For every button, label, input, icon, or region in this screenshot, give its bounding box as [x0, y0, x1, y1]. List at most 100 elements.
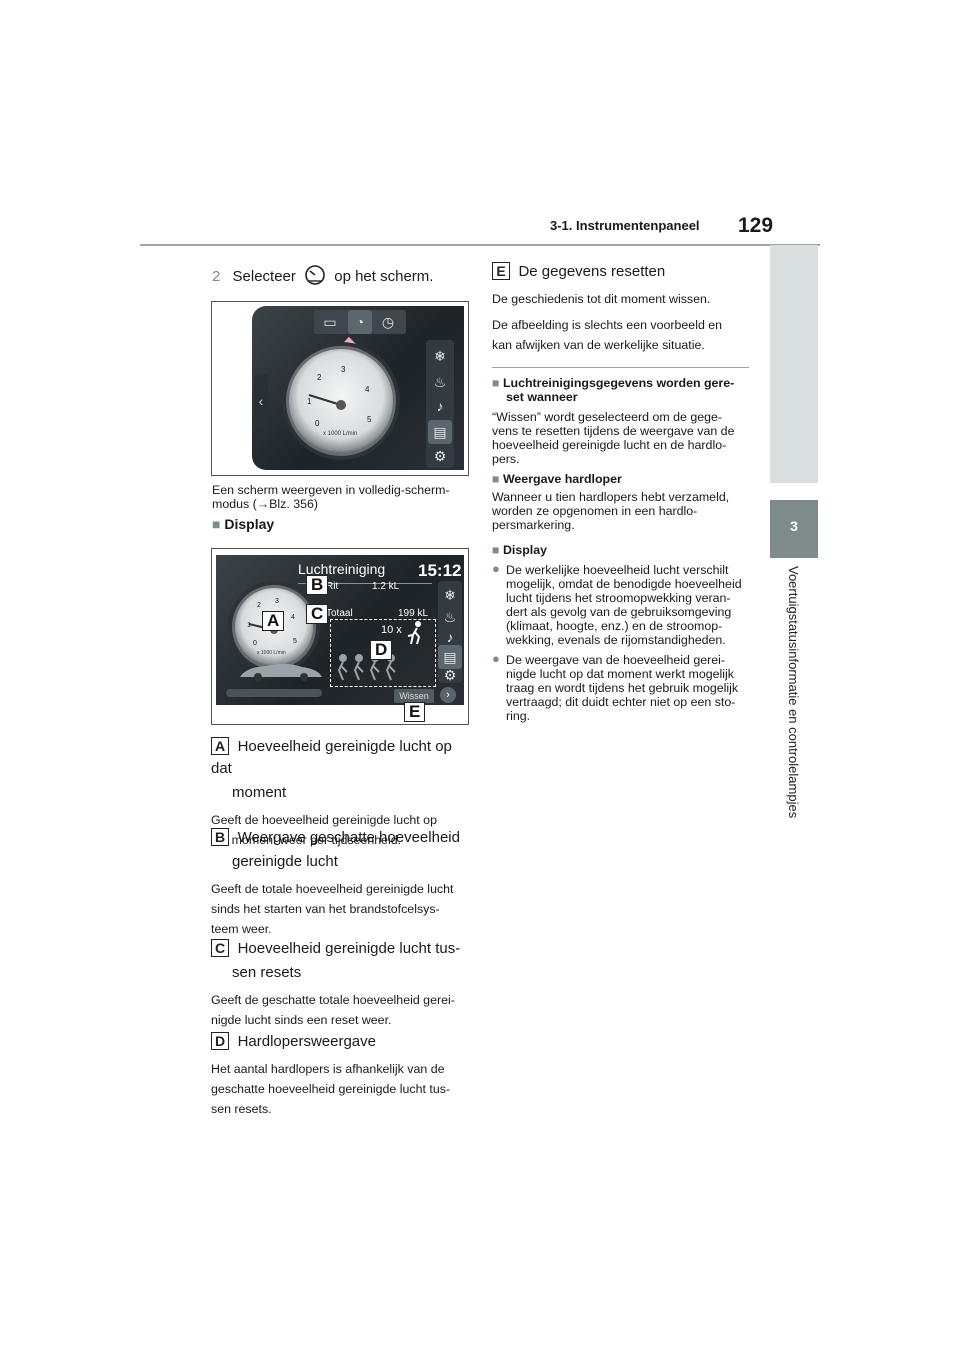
- fuel-cell-icon: ▭: [323, 314, 337, 330]
- square-bullet-icon: ■: [492, 376, 500, 390]
- reset-line-2: vens te resetten tijdens de weergave van…: [492, 424, 735, 438]
- seat-heater-icon[interactable]: ♨: [443, 609, 457, 625]
- bullet1-line-1: De werkelijke hoeveelheid lucht verschil…: [506, 563, 729, 577]
- climate-icon[interactable]: ❄: [434, 348, 446, 364]
- circle-bullet-icon: ●: [492, 651, 500, 666]
- item-d-desc: Het aantal hardlopers is afhankelijk van…: [211, 1059, 471, 1119]
- item-d-desc-3: sen resets.: [211, 1102, 272, 1116]
- step-text-before: Selecteer: [232, 268, 296, 285]
- display-heading-text: Display: [224, 516, 275, 532]
- tick-3: 3: [341, 365, 346, 374]
- header-rule: [140, 244, 820, 246]
- figure-air-purification-screen: Luchtreiniging 15:12 Rit 1.2 kL Totaal 1…: [211, 548, 469, 725]
- step-number: 2: [212, 268, 221, 285]
- tick-1-b: 1: [247, 622, 251, 629]
- note-line-2: kan afwijken van de werkelijke situatie.: [492, 338, 705, 352]
- equalizer-icon[interactable]: ▤: [438, 645, 462, 669]
- title-rule: [298, 583, 432, 584]
- item-b: B Weergave geschatte hoeveelheid gereini…: [211, 827, 471, 939]
- runner-body: Wanneer u tien hardlopers hebt verzameld…: [492, 490, 754, 532]
- runner-line-1: Wanneer u tien hardlopers hebt verzameld…: [492, 490, 730, 504]
- item-c-desc: Geeft de geschatte totale hoeveelheid ge…: [211, 990, 471, 1030]
- equalizer-icon[interactable]: ▤: [428, 420, 452, 444]
- bullet1-line-4: dert als gevolg van de gebruiksomgeving: [506, 605, 732, 619]
- item-b-desc-1: Geeft de totale hoeveelheid gereinigde l…: [211, 882, 454, 896]
- runner-line-2: worden ze opgenomen in een hardlo-: [492, 504, 698, 518]
- tick-4-b: 4: [291, 614, 295, 621]
- bullet2-line-4: vertraagd; dit duidt echter niet op een …: [506, 695, 736, 709]
- gauge-unit: x 1000 L/min: [323, 431, 358, 437]
- item-a-desc: Geeft de hoeveelheid gereinigde lucht op…: [211, 810, 471, 850]
- item-a-title-2: moment: [232, 784, 287, 801]
- reset-heading-2: set wanneer: [506, 390, 578, 404]
- right-icon-column: ❄ ♨ ♪ ▤ ⚙: [426, 340, 454, 468]
- top-icon-bar: ▭ ◔ ◷: [314, 310, 406, 334]
- square-bullet-icon: ■: [212, 516, 221, 532]
- tick-0: 0: [315, 419, 320, 428]
- climate-icon[interactable]: ❄: [444, 587, 456, 603]
- runner-display-section: ■ Weergave hardloper Wanneer u tien hard…: [492, 472, 754, 532]
- section-divider: [492, 367, 749, 368]
- callout-a: A: [262, 611, 285, 631]
- item-e-title: De gegevens resetten: [518, 263, 666, 280]
- label-a: A: [211, 737, 230, 755]
- display-screen: ▭ ◔ ◷ ‹ 0 1 2 3 4 5 x 1000 L/min ❄ ♨: [252, 306, 464, 470]
- caption-line-2: modus (→Blz. 356): [212, 497, 319, 511]
- bullet1-line-6: wekking, evenals de rijomstandigheden.: [506, 633, 726, 647]
- settings-gear-icon[interactable]: ⚙: [443, 667, 457, 683]
- item-a: A Hoeveelheid gereinigde lucht op dat mo…: [211, 736, 471, 850]
- gauge-needle: [308, 393, 346, 410]
- item-a-desc-1: Geeft de hoeveelheid gereinigde lucht op: [211, 813, 437, 827]
- tick-2-b: 2: [257, 602, 261, 609]
- music-icon[interactable]: ♪: [436, 398, 444, 414]
- chapter-tab: [770, 500, 818, 558]
- clock-icon[interactable]: ◷: [381, 314, 395, 330]
- step-text-after: op het scherm.: [334, 268, 434, 285]
- callout-d: D: [370, 640, 393, 660]
- bullet2-line-3: traag en wordt tijdens het gebruik mogel…: [506, 681, 739, 695]
- music-icon[interactable]: ♪: [446, 629, 454, 645]
- item-e: E De gegevens resetten De geschiedenis t…: [492, 261, 752, 355]
- reset-conditions-section: ■ Luchtreinigingsgegevens worden gere- s…: [492, 376, 754, 466]
- circle-bullet-icon: ●: [492, 561, 500, 576]
- tick-1: 1: [307, 397, 312, 406]
- reset-heading: ■ Luchtreinigingsgegevens worden gere-: [492, 376, 754, 390]
- display-notes-section: ■ Display ● De werkelijke hoeveelheid lu…: [492, 543, 754, 723]
- item-d-desc-2: geschatte hoeveelheid gereinigde lucht t…: [211, 1082, 451, 1096]
- item-b-desc-3: teem weer.: [211, 922, 272, 936]
- item-e-note: De afbeelding is slechts een voorbeeld e…: [492, 315, 752, 355]
- runner-heading: ■ Weergave hardloper: [492, 472, 754, 486]
- item-e-desc: De geschiedenis tot dit moment wissen.: [492, 292, 711, 306]
- item-d-title-1: Hardlopersweergave: [237, 1033, 376, 1050]
- figure-fullscreen-screen: ▭ ◔ ◷ ‹ 0 1 2 3 4 5 x 1000 L/min ❄ ♨: [211, 301, 469, 476]
- item-d-desc-1: Het aantal hardlopers is afhankelijk van…: [211, 1062, 445, 1076]
- next-chevron-icon[interactable]: ›: [440, 687, 456, 703]
- display-screen-2: Luchtreiniging 15:12 Rit 1.2 kL Totaal 1…: [216, 555, 464, 705]
- wissen-button[interactable]: Wissen: [394, 689, 434, 703]
- back-chevron-icon[interactable]: ‹: [254, 374, 268, 428]
- gauge-icon: [304, 264, 326, 293]
- page-number: 129: [738, 214, 774, 237]
- gauge-icon[interactable]: ◔: [348, 310, 372, 334]
- item-b-title-2: gereinigde lucht: [232, 853, 338, 870]
- reset-body: “Wissen” wordt geselecteerd om de gege- …: [492, 410, 754, 466]
- bullet1-line-3: lucht tijdens het stroomopwekking veran-: [506, 591, 731, 605]
- settings-gear-icon[interactable]: ⚙: [433, 448, 447, 464]
- bullet2-line-2: nigde lucht op dat moment werkt mogelijk: [506, 667, 734, 681]
- section-title: 3-1. Instrumentenpaneel: [550, 218, 700, 233]
- chapter-title: Voertuigstatusinformatie en controlelamp…: [786, 566, 801, 819]
- car-icon: [240, 663, 322, 681]
- callout-c: C: [306, 604, 329, 624]
- display-notes-heading-text: Display: [502, 543, 548, 557]
- tick-3-b: 3: [275, 598, 279, 605]
- square-bullet-icon: ■: [492, 472, 500, 486]
- seat-heater-icon[interactable]: ♨: [433, 374, 447, 390]
- item-c-title-2: sen resets: [232, 964, 302, 981]
- tick-5-b: 5: [293, 638, 297, 645]
- runner-count: 10 x: [381, 624, 402, 636]
- item-c-desc-1: Geeft de geschatte totale hoeveelheid ge…: [211, 993, 455, 1007]
- bottom-bar: [226, 689, 322, 697]
- label-b: B: [211, 828, 230, 846]
- runner-heading-text: Weergave hardloper: [502, 472, 622, 486]
- bullet-1: ● De werkelijke hoeveelheid lucht versch…: [492, 561, 754, 648]
